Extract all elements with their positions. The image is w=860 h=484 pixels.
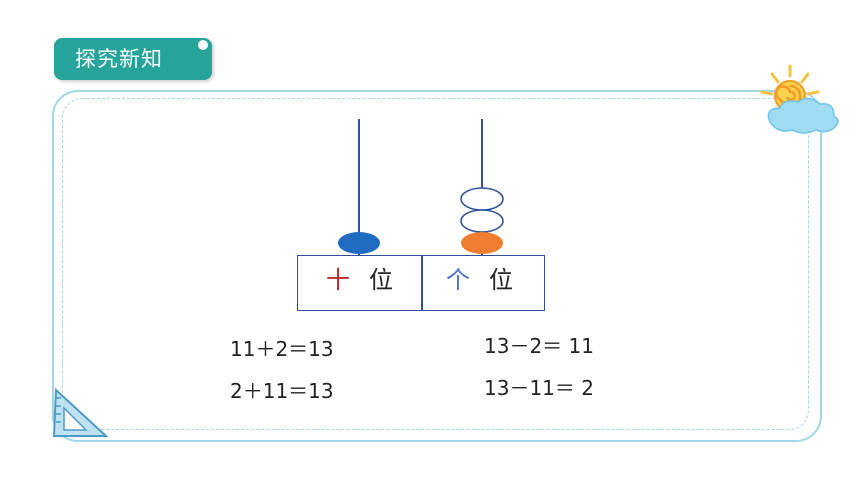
ones-char: 个 xyxy=(446,266,470,294)
place-value-divider xyxy=(421,255,423,311)
section-tag-label: 探究新知 xyxy=(75,47,163,71)
equation: 11＋2＝13 xyxy=(230,337,334,361)
tag-dot xyxy=(198,40,208,50)
ones-bead-filled xyxy=(461,232,503,254)
ones-position-char: 位 xyxy=(489,266,513,294)
equation: 13－11＝ 2 xyxy=(484,376,594,400)
tens-char: 十 xyxy=(326,266,350,294)
sun-cloud-icon xyxy=(760,64,839,134)
equation: 2＋11＝13 xyxy=(230,379,334,403)
triangle-ruler-icon xyxy=(52,387,109,437)
ones-bead-empty xyxy=(460,187,504,211)
abacus xyxy=(338,119,504,255)
tens-position-char: 位 xyxy=(369,266,393,294)
tens-bead xyxy=(338,232,380,254)
content-board-dashed-border xyxy=(62,98,809,430)
equation: 13－2＝ 11 xyxy=(484,334,594,358)
section-tag: 探究新知 xyxy=(54,38,212,80)
ones-bead-empty xyxy=(460,209,504,233)
